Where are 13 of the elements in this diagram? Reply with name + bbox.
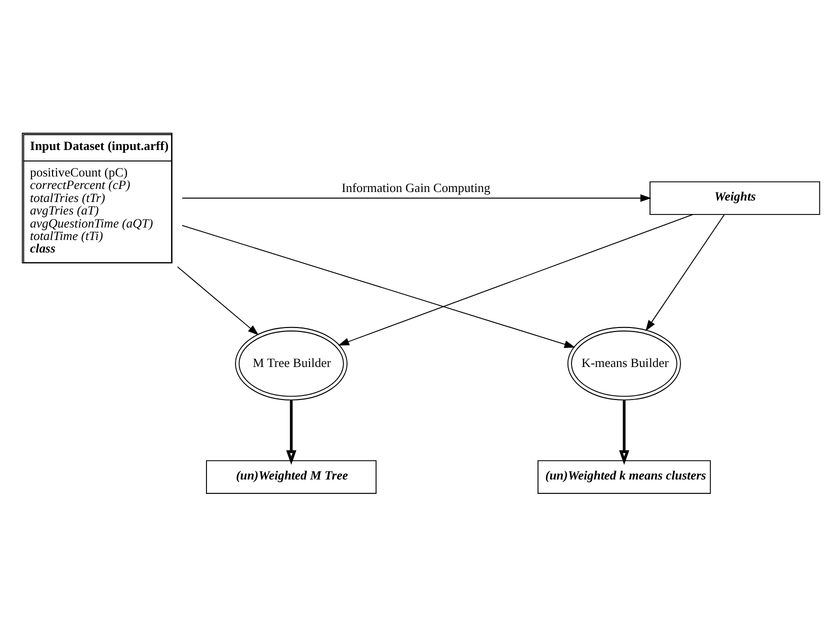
- node-ellipse: M Tree Builder: [235, 326, 348, 400]
- edge-label: Information Gain Computing: [342, 180, 490, 195]
- node-ellipse: K-means Builder: [567, 326, 681, 400]
- arrow: [286, 400, 296, 465]
- arrow: [646, 214, 725, 332]
- arrow: [338, 214, 694, 346]
- node-box: (un)Weighted k means clusters: [538, 460, 711, 494]
- arrow: [177, 266, 259, 336]
- node-box: Weights: [650, 181, 820, 215]
- arrow: [182, 224, 576, 348]
- arrow: [619, 400, 630, 465]
- arrow: [182, 194, 652, 202]
- node-box: (un)Weighted M Tree: [206, 460, 377, 494]
